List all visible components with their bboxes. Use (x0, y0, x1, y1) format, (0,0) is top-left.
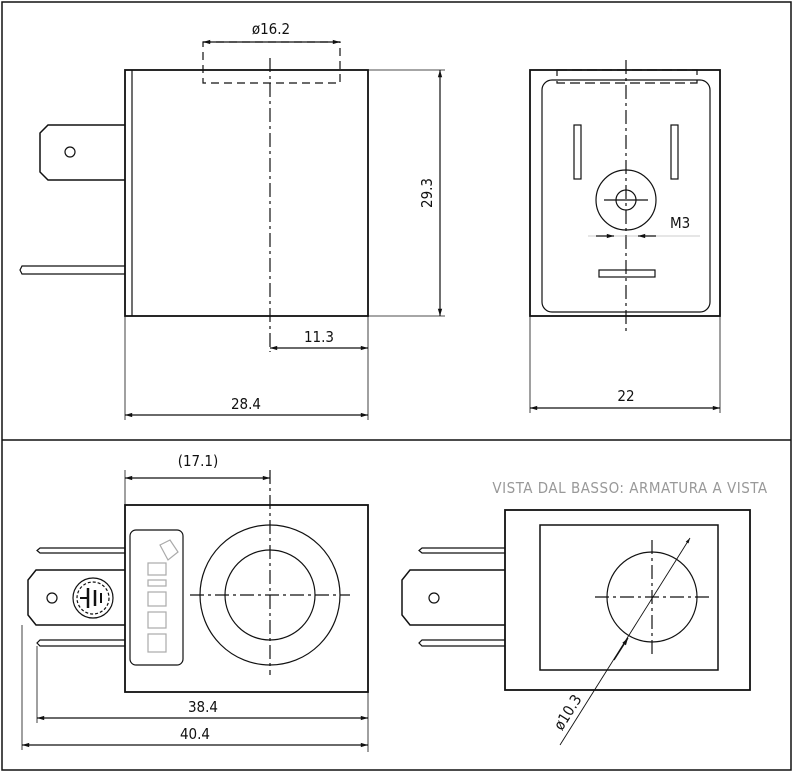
dim-coil-center: (17.1) (178, 452, 219, 470)
dim-length-body: 38.4 (188, 698, 218, 716)
dim-top-diameter: ø16.2 (252, 20, 290, 38)
bottom-view: VISTA DAL BASSO: ARMATURA A VISTA ø10.3 (401, 479, 767, 746)
top-view: (17.1) 38.4 40.4 (21, 452, 369, 752)
front-view: M3 22 (529, 60, 721, 413)
bottom-view-note: VISTA DAL BASSO: ARMATURA A VISTA (492, 479, 767, 497)
dim-height: 29.3 (418, 178, 436, 208)
ground-symbol-icon (72, 577, 114, 619)
dim-width-front: 22 (617, 387, 634, 405)
dim-width-side: 28.4 (231, 395, 261, 413)
dim-thread: M3 (670, 214, 690, 232)
olab-logo (147, 539, 179, 653)
side-view: ø16.2 29.3 11.3 28.4 (19, 20, 445, 420)
dim-offset: 11.3 (304, 328, 334, 346)
dim-length-total: 40.4 (180, 725, 210, 743)
